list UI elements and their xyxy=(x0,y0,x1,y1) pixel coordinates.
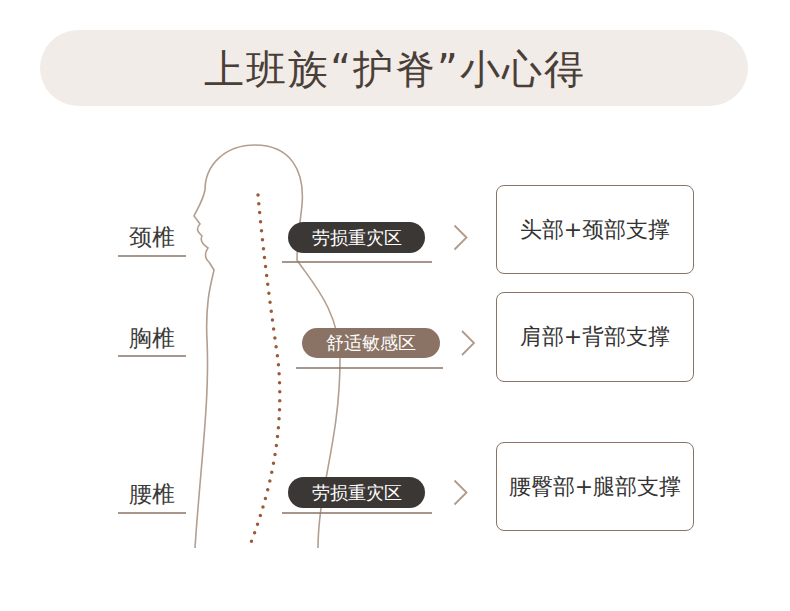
spine-label: 颈椎 xyxy=(129,222,175,253)
chevron-connector xyxy=(455,226,467,250)
support-text: 肩部+背部支撑 xyxy=(520,322,670,352)
support-text: 腰臀部+腿部支撑 xyxy=(509,472,681,502)
zone-pill: 舒适敏感区 xyxy=(302,328,440,358)
spine-label: 胸椎 xyxy=(129,323,175,354)
support-box: 肩部+背部支撑 xyxy=(496,292,694,382)
zone-text: 劳损重灾区 xyxy=(312,226,402,250)
support-text: 头部+颈部支撑 xyxy=(520,215,670,245)
chevron-connector xyxy=(455,481,467,505)
support-box: 腰臀部+腿部支撑 xyxy=(496,442,694,531)
underlines xyxy=(118,256,443,513)
zone-pill: 劳损重灾区 xyxy=(288,477,425,508)
zone-text: 舒适敏感区 xyxy=(326,331,416,355)
title-text: 上班族“护脊”小心得 xyxy=(204,42,585,97)
spine-dots xyxy=(250,195,280,545)
spine-label: 腰椎 xyxy=(129,479,175,510)
support-box: 头部+颈部支撑 xyxy=(496,185,694,274)
zone-text: 劳损重灾区 xyxy=(312,481,402,505)
zone-pill: 劳损重灾区 xyxy=(288,222,425,253)
chevron-connector xyxy=(462,331,474,355)
title-band xyxy=(40,30,748,106)
